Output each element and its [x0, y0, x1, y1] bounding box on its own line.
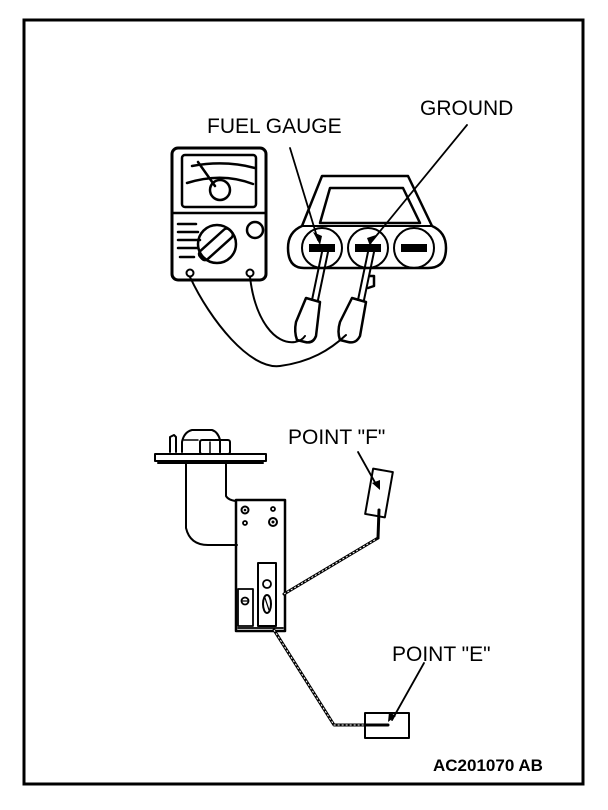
figure-code: AC201070 AB: [433, 756, 543, 775]
test-lead-right: [249, 276, 306, 344]
fuel-gauge-arrowhead: [313, 232, 322, 245]
zero-adjust-knob-icon: [245, 220, 265, 240]
ground-arrowhead: [367, 235, 376, 246]
fuel-gauge-label: FUEL GAUGE: [207, 115, 342, 138]
ground-leader: [371, 124, 468, 242]
connector-pin-1: [301, 227, 343, 269]
point-e-label: POINT "E": [392, 643, 491, 666]
meter-display: [180, 153, 258, 209]
pump-tube: [185, 462, 238, 546]
connector-pin-2: [347, 227, 389, 269]
point-f-label: POINT "F": [288, 426, 385, 449]
probe-fuel-gauge: [293, 251, 329, 344]
harness-connector: [286, 174, 448, 290]
fuel-pump-flange: [154, 429, 267, 464]
float-arm-f: [282, 508, 381, 596]
point-f-leader: [357, 451, 378, 487]
ground-label: GROUND: [420, 97, 513, 120]
level-sender-unit: [234, 498, 287, 633]
point-f-arrowhead: [372, 480, 380, 490]
selector-dial-icon: [196, 223, 238, 265]
multimeter: [170, 146, 268, 282]
fuel-gauge-leader: [289, 147, 319, 241]
test-lead-left: [189, 276, 347, 368]
connector-pin-3: [393, 227, 435, 269]
point-e-arrowhead: [388, 712, 396, 722]
point-e-leader: [391, 662, 425, 721]
figure-frame: [22, 18, 585, 786]
probe-ground: [337, 251, 375, 344]
float-point-f: [364, 467, 394, 519]
